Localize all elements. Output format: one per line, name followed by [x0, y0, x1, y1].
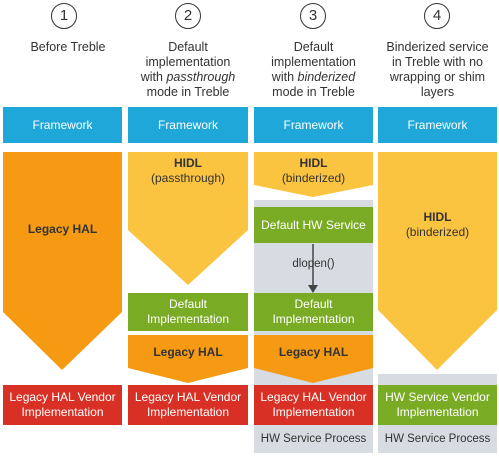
column-heading-3: Default implementation with binderized m…	[254, 40, 373, 100]
hidl-arrow-col4	[378, 152, 497, 370]
dlopen-label: dlopen()	[292, 258, 335, 270]
vendor-box-col3: Legacy HAL Vendor Implementation	[254, 385, 373, 425]
framework-label: Framework	[283, 117, 344, 132]
vendor-box-col4: HW Service Vendor Implementation	[378, 385, 497, 425]
heading-line: in Treble with no	[391, 55, 484, 69]
hidl-subtitle: (passthrough)	[150, 171, 226, 185]
heading-line: implementation	[271, 55, 356, 69]
framework-label: Framework	[157, 117, 218, 132]
vendor-box-col2: Legacy HAL Vendor Implementation	[128, 385, 248, 425]
default-impl-line: Implementation	[146, 312, 230, 326]
vendor-box-col1: Legacy HAL Vendor Implementation	[3, 385, 122, 425]
column-heading-2: Default implementation with passthrough …	[128, 40, 248, 100]
step-number-3: 3	[300, 3, 326, 29]
legacy-hal-chevron-col2	[128, 335, 248, 383]
process-label-col4: HW Service Process	[384, 433, 491, 445]
heading-line: mode in Treble	[146, 85, 230, 99]
default-impl-line: Default	[294, 297, 333, 311]
column-heading-4: Binderized service in Treble with no wra…	[376, 40, 499, 100]
heading-line: Binderized service	[386, 40, 489, 54]
vendor-line: HW Service Vendor	[385, 390, 490, 404]
framework-box-col3: Framework	[254, 107, 373, 143]
framework-box-col2: Framework	[128, 107, 248, 143]
heading-line: mode in Treble	[272, 85, 355, 99]
vendor-line: Implementation	[21, 405, 104, 419]
hidl-label-col4: HIDL (binderized)	[378, 210, 497, 240]
hidl-arrow-col2	[128, 152, 248, 285]
heading-line: Before Treble	[30, 40, 106, 54]
vendor-line: Legacy HAL Vendor	[260, 390, 367, 404]
hidl-label-col2: HIDL (passthrough)	[128, 156, 248, 186]
hidl-chevron-col3	[254, 152, 373, 197]
heading-italic-word: passthrough	[166, 70, 236, 84]
vendor-line: Legacy HAL Vendor	[9, 390, 116, 404]
step-number-4: 4	[424, 3, 450, 29]
hidl-title: HIDL	[299, 156, 328, 170]
heading-line: with passthrough	[140, 70, 236, 84]
default-impl-line: Default	[168, 297, 208, 311]
legacy-hal-chevron-col3	[254, 335, 373, 383]
hidl-label-col3: HIDL (binderized)	[254, 156, 373, 186]
default-impl-line: Implementation	[272, 312, 355, 326]
default-implementation-box-col2: Default Implementation	[128, 293, 248, 331]
column-heading-1: Before Treble	[3, 40, 133, 55]
hidl-subtitle: (binderized)	[281, 171, 346, 185]
legacy-hal-label-col1: Legacy HAL	[27, 222, 98, 236]
heading-line: with binderized	[271, 70, 356, 84]
heading-line: implementation	[145, 55, 231, 69]
vendor-line: Implementation	[146, 405, 230, 419]
step-number-2: 2	[175, 3, 201, 29]
framework-box-col4: Framework	[378, 107, 497, 143]
process-label-col3: HW Service Process	[260, 433, 367, 445]
vendor-line: Implementation	[272, 405, 355, 419]
dlopen-arrow-head	[308, 285, 318, 293]
heading-line: wrapping or shim	[389, 70, 486, 84]
heading-line: Default	[168, 40, 208, 54]
hidl-title: HIDL	[174, 156, 202, 170]
legacy-hal-label-col2: Legacy HAL	[153, 345, 223, 359]
hidl-subtitle: (binderized)	[405, 225, 470, 239]
legacy-hal-label-col3: Legacy HAL	[278, 345, 349, 359]
vendor-line: Legacy HAL Vendor	[134, 390, 242, 404]
framework-label: Framework	[407, 117, 468, 132]
default-hw-service-box: Default HW Service	[254, 207, 373, 243]
framework-box-col1: Framework	[3, 107, 122, 143]
heading-line: Default	[293, 40, 334, 54]
hidl-title: HIDL	[423, 210, 452, 224]
framework-label: Framework	[32, 117, 93, 132]
step-number-1: 1	[51, 3, 77, 29]
default-implementation-box-col3: Default Implementation	[254, 293, 373, 331]
legacy-hal-arrow-col1	[3, 152, 122, 370]
hw-service-label: Default HW Service	[261, 217, 366, 232]
heading-line: layers	[420, 85, 455, 99]
vendor-line: Implementation	[396, 405, 479, 419]
heading-italic-word: binderized	[297, 70, 356, 84]
